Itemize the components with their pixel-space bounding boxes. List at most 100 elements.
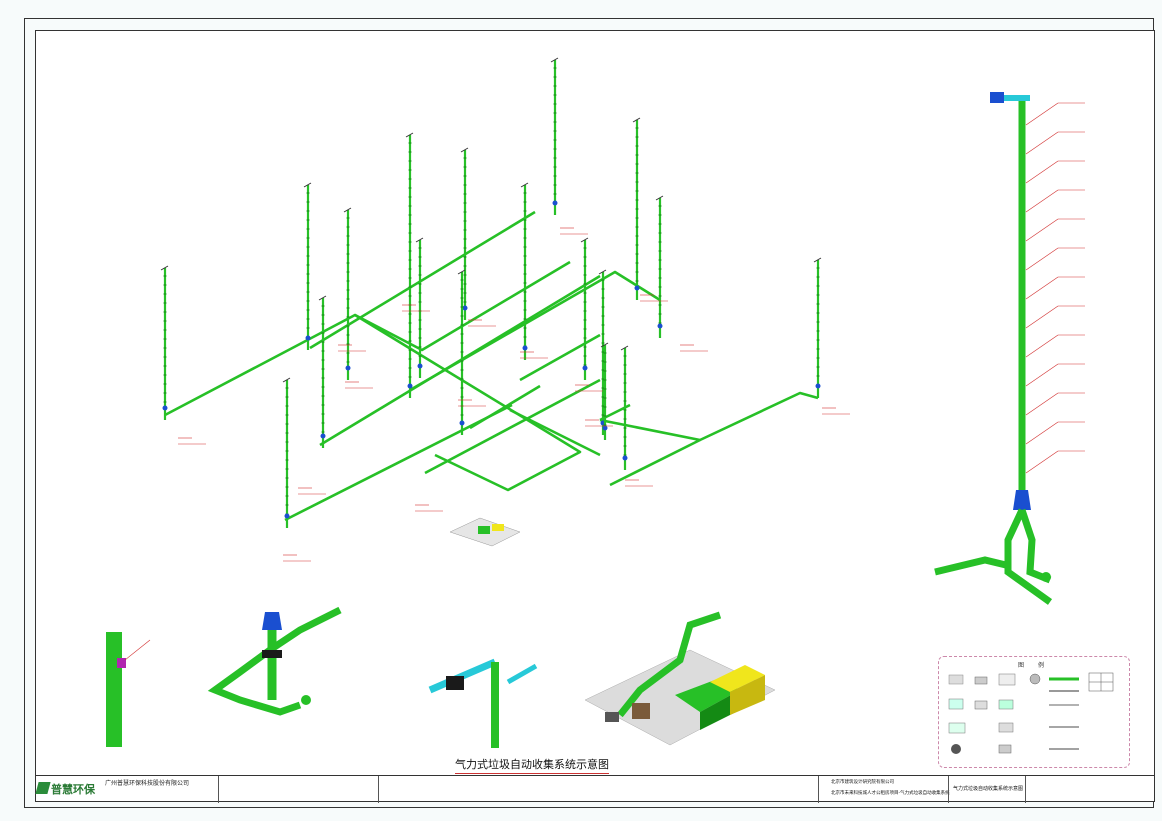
floor-leader [1025,392,1059,416]
signature-cell [1025,776,1155,803]
vent-pipe [506,663,538,685]
legend-title: 图 例 [1018,662,1050,669]
riser-valve-icon [407,383,413,389]
vent-cap-icon [282,377,291,383]
project-name: 北京市未来科技城人才公租房项目-气力式垃圾自动收集系统 [831,791,950,796]
notes-cell [218,776,378,803]
client-name: 北京市建筑设计研究院有限公司 [831,780,894,785]
vent-cap-icon [303,182,312,188]
riser-valve-icon [582,365,588,371]
floor-leader [1025,334,1059,358]
fan-icon [632,703,650,719]
vent-cap-icon [598,269,607,275]
company-logo: 普慧环保 [35,780,97,798]
filter-icon [446,676,464,690]
riser-valve-icon [305,335,311,341]
main-pipe [519,333,601,382]
valve-icon [1041,572,1051,582]
main-pipe [409,270,661,392]
floor-leader [1025,131,1059,155]
main-pipe [164,313,582,492]
sheet-title-cell [948,776,1025,803]
motor-icon [605,712,619,722]
clamp-icon [262,650,282,658]
vent-cap-icon [580,237,589,243]
valve-icon [301,695,311,705]
main-pipe [599,391,819,442]
riser-valve-icon [522,345,528,351]
title-block: 普慧环保 广州普慧环保科技股份有限公司 北京市建筑设计研究院有限公司 北京市未来… [35,775,1155,803]
main-pipe [354,260,571,352]
vent-cap-icon [655,195,664,201]
legend-panel: 图 例 [938,656,1130,768]
riser-valve-icon [345,365,351,371]
riser-valve-icon [284,513,290,519]
floor-leader [1025,421,1059,445]
container-icon [710,665,765,692]
riser-valve-icon [602,425,608,431]
detail-pipe [106,632,122,747]
collection-station [584,611,776,746]
inlet-door-icon [117,658,126,668]
riser-valve-icon [162,405,168,411]
floor-leader [1025,218,1059,242]
floor-leader [1025,247,1059,271]
main-pipe [609,438,701,487]
legend-icons [948,672,1114,754]
riser-group [160,57,1085,605]
company-name: 广州普慧环保科技股份有限公司 [105,780,190,787]
vent-cap-icon [620,345,629,351]
station-pipe [617,611,722,718]
riser-valve-icon [320,433,326,439]
floor-leader [1025,305,1059,329]
vent-cap-icon [160,265,169,271]
main-pipe [309,210,536,350]
riser-valve-icon [622,455,628,461]
vent-cap-icon [415,237,424,243]
fan-icon [990,92,1004,103]
floor-leader [1025,189,1059,213]
drawing-title: 气力式垃圾自动收集系统示意图 [455,756,609,774]
blank-cell [378,776,818,803]
client-cell [818,776,948,803]
main-pipe [509,408,601,457]
vent-cap-icon [550,57,559,63]
riser-valve-icon [552,200,558,206]
riser-valve-icon [459,420,465,426]
discharge-valve-icon [1013,490,1031,510]
station-unit [478,526,490,534]
vent-cap-icon [520,182,529,188]
riser-valve-icon [634,285,640,291]
riser-valve-icon [815,383,821,389]
vent-cap-icon [813,257,822,263]
container-icon [730,675,765,715]
floor-leader [1025,450,1059,474]
riser-valve-icon [462,305,468,311]
detail-leader [124,639,151,661]
vent-cap-icon [460,147,469,153]
sheet-title: 气力式垃圾自动收集系统示意图 [953,786,1024,792]
detail-views [106,606,538,748]
logo-text: 普慧环保 [51,783,95,796]
vent-cap-icon [343,207,352,213]
pipe-network [164,210,819,547]
detail-pipe [207,606,342,716]
floor-leader [1025,102,1059,126]
main-pipe [424,378,601,475]
main-pipe [469,384,541,430]
riser-valve-icon [417,363,423,369]
floor-leader [1025,276,1059,300]
horizontal-pipe [934,556,1011,576]
riser-valve-icon [657,323,663,329]
discharge-valve-icon [262,612,282,630]
branch-pipe [1018,508,1052,584]
vent-cap-icon [318,295,327,301]
vent-cap-icon [457,269,466,275]
floor-leader [1025,363,1059,387]
vent-cap-icon [405,132,414,138]
floor-leader [1025,160,1059,184]
vent-cap-icon [632,117,641,123]
station-unit [492,524,504,531]
